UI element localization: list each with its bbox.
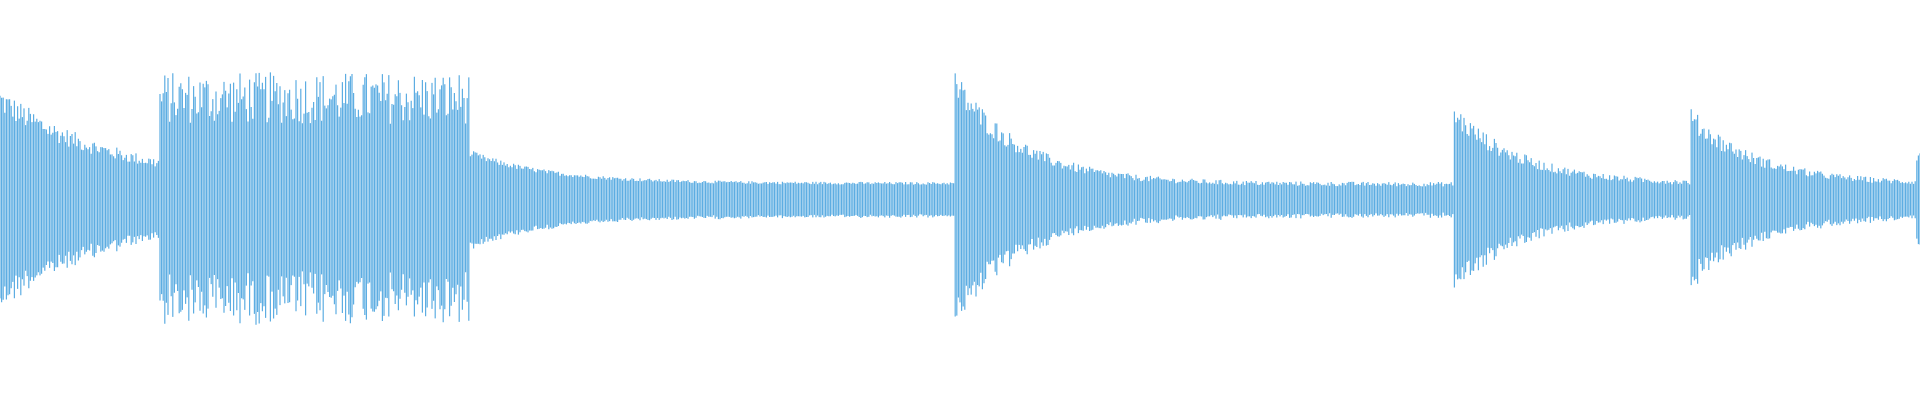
waveform-envelope-path: [0, 72, 1920, 325]
